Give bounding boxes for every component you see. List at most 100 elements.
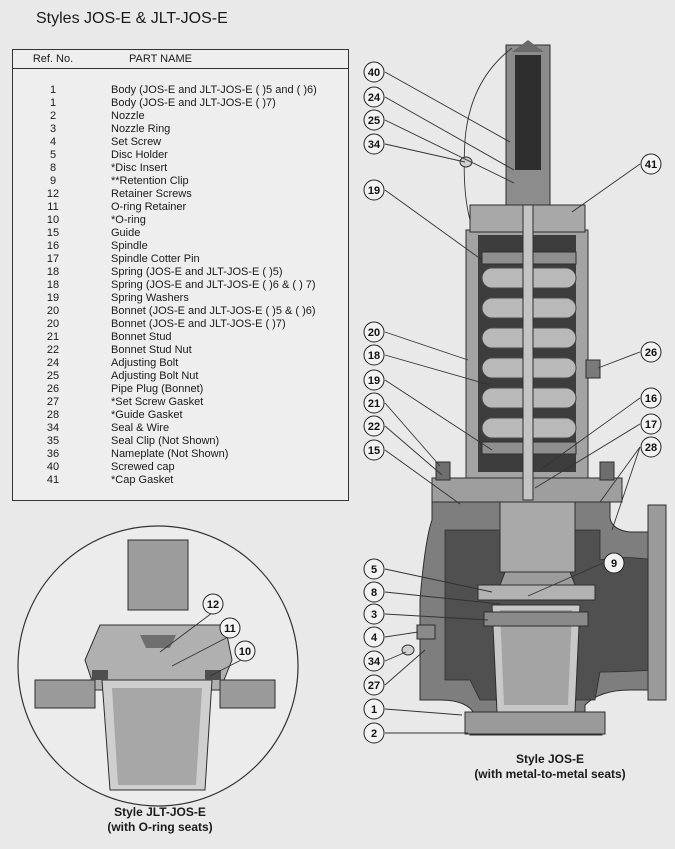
callout-11: 11 xyxy=(219,617,241,639)
callout-bubble xyxy=(363,133,385,155)
part-name-cell: Nozzle Ring xyxy=(111,123,171,135)
part-name-cell: Spring (JOS-E and JLT-JOS-E ( )6 & ( ) 7… xyxy=(111,279,316,291)
callout-number: 3 xyxy=(371,609,377,621)
callout-number: 4 xyxy=(371,632,378,644)
part-name-cell: Bonnet (JOS-E and JLT-JOS-E ( )5 & ( )6) xyxy=(111,305,316,317)
callout-bubble xyxy=(363,626,385,648)
callout-19b: 19 xyxy=(363,369,385,391)
callout-40: 40 xyxy=(363,61,385,83)
ref-no-cell: 4 xyxy=(49,136,57,148)
callout-bubble xyxy=(640,413,662,435)
callout-number: 26 xyxy=(645,347,657,359)
callout-number: 9 xyxy=(611,558,617,570)
ref-no-cell: 3 xyxy=(49,123,57,135)
ref-no-cell: 41 xyxy=(46,474,60,486)
callout-34b: 34 xyxy=(363,650,385,672)
part-name-cell: Body (JOS-E and JLT-JOS-E ( )5 and ( )6) xyxy=(111,84,317,96)
part-name-cell: Bonnet Stud Nut xyxy=(111,344,192,356)
part-name-cell: Nozzle xyxy=(111,110,145,122)
callout-number: 21 xyxy=(368,398,380,410)
ref-no-cell: 24 xyxy=(46,357,60,369)
detail-caption: Style JLT-JOS-E (with O-ring seats) xyxy=(70,805,250,835)
main-valve-drawing xyxy=(401,40,667,736)
callout-bubble xyxy=(640,341,662,363)
callout-number: 5 xyxy=(371,564,377,576)
ref-no-cell: 35 xyxy=(46,435,60,447)
callout-26: 26 xyxy=(640,341,662,363)
ref-no-cell: 21 xyxy=(46,331,60,343)
callout-24: 24 xyxy=(363,86,385,108)
callout-bubble xyxy=(363,650,385,672)
callout-number: 20 xyxy=(368,327,380,339)
table-row: 28*Guide Gasket xyxy=(13,409,348,422)
callout-20: 20 xyxy=(363,321,385,343)
callout-number: 1 xyxy=(371,704,377,716)
callout-28: 28 xyxy=(640,436,662,458)
ref-no-cell: 1 xyxy=(49,97,57,109)
table-row: 27*Set Screw Gasket xyxy=(13,396,348,409)
callout-number: 16 xyxy=(645,393,657,405)
ref-no-cell: 17 xyxy=(46,253,60,265)
callout-21: 21 xyxy=(363,392,385,414)
callout-5: 5 xyxy=(363,558,385,580)
ref-no-cell: 19 xyxy=(46,292,60,304)
ref-no-cell: 34 xyxy=(46,422,60,434)
nozzle-ring xyxy=(483,611,589,627)
part-name-cell: Retainer Screws xyxy=(111,188,192,200)
callout-27: 27 xyxy=(363,674,385,696)
part-name-cell: Spindle Cotter Pin xyxy=(111,253,200,265)
part-name-cell: Pipe Plug (Bonnet) xyxy=(111,383,204,395)
callout-number: 24 xyxy=(368,92,381,104)
detail-caption-subtitle: (with O-ring seats) xyxy=(107,820,213,834)
part-name-cell: **Retention Clip xyxy=(111,175,189,187)
callout-bubble xyxy=(202,593,224,615)
callout-bubble xyxy=(363,109,385,131)
callout-number: 40 xyxy=(368,67,380,79)
callout-number: 28 xyxy=(645,442,657,454)
page-title: Styles JOS-E & JLT-JOS-E xyxy=(36,10,228,27)
callout-number: 11 xyxy=(224,623,236,635)
part-name-cell: *Guide Gasket xyxy=(111,409,183,421)
ref-no-header: Ref. No. xyxy=(32,53,74,65)
ref-no-cell: 16 xyxy=(46,240,60,252)
part-name-cell: Spring (JOS-E and JLT-JOS-E ( )5) xyxy=(111,266,283,278)
table-row: 9**Retention Clip xyxy=(13,175,348,188)
main-callouts xyxy=(384,71,641,734)
callout-bubble xyxy=(363,558,385,580)
part-name-cell: Bonnet (JOS-E and JLT-JOS-E ( )7) xyxy=(111,318,286,330)
callout-bubble xyxy=(640,436,662,458)
ref-no-cell: 5 xyxy=(49,149,57,161)
callout-number: 27 xyxy=(368,680,380,692)
callout-34a: 34 xyxy=(363,133,385,155)
callout-bubble xyxy=(640,387,662,409)
ref-no-cell: 15 xyxy=(46,227,60,239)
part-name-cell: Set Screw xyxy=(111,136,162,148)
callout-bubble xyxy=(363,722,385,744)
callout-bubble xyxy=(363,415,385,437)
callout-2: 2 xyxy=(363,722,385,744)
callout-bubble xyxy=(363,179,385,201)
table-row: 17 Spindle Cotter Pin xyxy=(13,253,348,266)
callout-number: 15 xyxy=(368,445,380,457)
ref-no-cell: 8 xyxy=(49,162,57,174)
callout-bubble xyxy=(234,640,256,662)
callout-19a: 19 xyxy=(363,179,385,201)
table-row: 10*O-ring xyxy=(13,214,348,227)
table-row: 4 Set Screw xyxy=(13,136,348,149)
